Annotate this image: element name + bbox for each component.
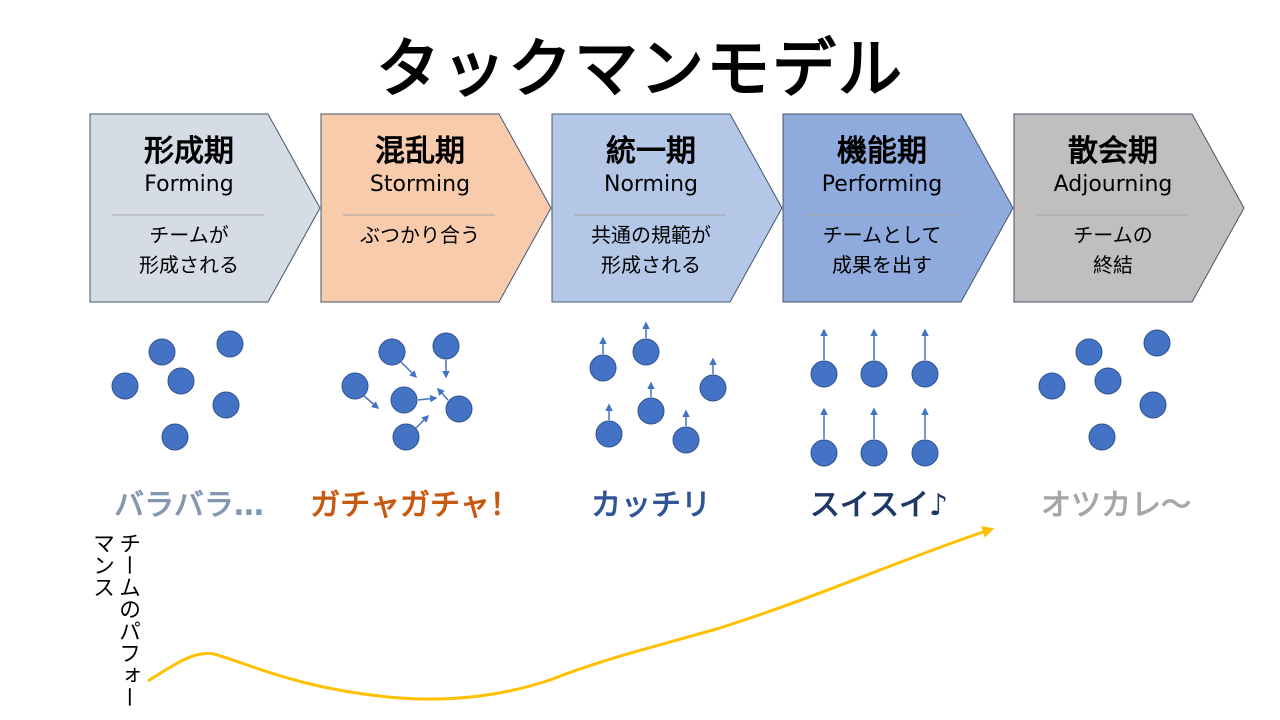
conflict-arrow (400, 361, 418, 379)
mood-label-storming: ガチャガチャ！ (310, 488, 520, 523)
performing-members (810, 328, 939, 467)
member-dot (911, 360, 939, 388)
mood-label-forming: バラバラ… (114, 488, 264, 523)
stage-description-line: ぶつかり合う (360, 223, 480, 247)
member-dot (378, 338, 406, 366)
member-dot (589, 354, 617, 382)
stage-description-line: チームとして (822, 223, 942, 247)
conflict-arrow (417, 394, 438, 403)
stage-description-line: チームの (1073, 223, 1153, 247)
stage-description: チームとして 成果を出す (777, 220, 987, 280)
stage-chevron-performing (782, 113, 1014, 303)
stage-name-en: Adjourning (1053, 172, 1173, 197)
stage-norming: 統一期 Norming 共通の規範が 形成される (546, 132, 756, 280)
member-dot (167, 367, 195, 395)
member-dot (860, 360, 888, 388)
member-dot (1088, 423, 1116, 451)
stage-storming: 混乱期 Storming ぶつかり合う (315, 132, 525, 250)
performance-curve (147, 526, 995, 701)
member-dot (392, 423, 420, 451)
stage-description: チームが 形成される (84, 220, 294, 280)
mood-label-performing: スイスイ♪ (809, 488, 949, 523)
member-dot (595, 420, 623, 448)
storming-members (341, 332, 473, 451)
member-dot (1038, 372, 1066, 400)
stage-performing: 機能期 Performing チームとして 成果を出す (777, 132, 987, 280)
norming-members (589, 321, 727, 454)
member-dot (445, 395, 473, 423)
member-dot (699, 374, 727, 402)
member-dot (810, 360, 838, 388)
stage-name-jp: 統一期 (606, 134, 696, 169)
page-title: タックマンモデル (376, 33, 904, 107)
performance-axis-label: チームのパフォーマンス (89, 532, 140, 708)
stage-description-line: 成果を出す (832, 253, 932, 277)
stage-description: 共通の規範が 形成される (546, 220, 756, 280)
member-dot (111, 372, 139, 400)
stage-chevron-norming (551, 113, 783, 303)
member-dot (390, 386, 418, 414)
adjourning-members (1038, 329, 1171, 451)
member-dot (1139, 391, 1167, 419)
member-dot (810, 439, 838, 467)
stage-description-line: 形成される (139, 253, 239, 277)
stage-description-line: 共通の規範が (591, 223, 711, 247)
stage-description: ぶつかり合う (315, 220, 525, 250)
stage-name-jp: 形成期 (144, 134, 234, 169)
stage-name-en: Performing (821, 172, 943, 197)
member-dot (216, 330, 244, 358)
forming-members (111, 330, 244, 451)
stage-name-en: Forming (144, 172, 234, 197)
conflict-arrow (415, 414, 430, 429)
stage-chevron-storming (320, 113, 552, 303)
conflict-arrow (363, 395, 380, 409)
member-dot (432, 332, 460, 360)
mood-label-adjourning: オツカレ〜 (1041, 488, 1191, 523)
stage-chevron-forming (89, 113, 321, 303)
stage-description-line: チームが (149, 223, 229, 247)
stage-name-jp: 機能期 (837, 134, 927, 169)
member-dot (161, 423, 189, 451)
member-dot (148, 338, 176, 366)
stage-description-line: 終結 (1093, 253, 1133, 277)
member-dot (911, 439, 939, 467)
member-dot (637, 397, 665, 425)
mood-label-norming: カッチリ (591, 488, 711, 523)
member-dot (672, 426, 700, 454)
member-dot (341, 372, 369, 400)
member-dot (1075, 338, 1103, 366)
stage-description: チームの 終結 (1008, 220, 1218, 280)
member-dot (1094, 367, 1122, 395)
stage-name-en: Storming (369, 172, 471, 197)
member-dot (632, 338, 660, 366)
stage-adjourning: 散会期 Adjourning チームの 終結 (1008, 132, 1218, 280)
stage-name-jp: 混乱期 (375, 134, 465, 169)
stage-name-jp: 散会期 (1068, 134, 1158, 169)
stage-chevron-adjourning (1013, 113, 1245, 303)
member-dot (1143, 329, 1171, 357)
stage-name-en: Norming (603, 172, 699, 197)
member-dot (212, 391, 240, 419)
stage-description-line: 形成される (601, 253, 701, 277)
member-dot (860, 439, 888, 467)
conflict-arrow (436, 387, 449, 401)
stage-forming: 形成期 Forming チームが 形成される (84, 132, 294, 280)
